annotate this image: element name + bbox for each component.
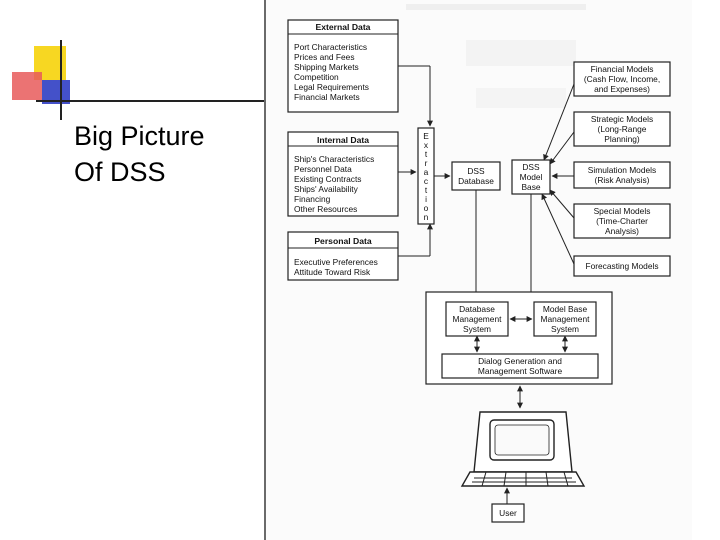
external-data-item: Prices and Fees bbox=[294, 52, 355, 62]
dbms-box: Database Management System bbox=[445, 301, 509, 337]
dbms-label: System bbox=[463, 324, 491, 334]
scan-bleed-through bbox=[406, 4, 586, 108]
internal-data-item: Existing Contracts bbox=[294, 174, 362, 184]
model-label: (Cash Flow, Income, bbox=[584, 74, 660, 84]
strategic-models-box: Strategic Models (Long-Range Planning) bbox=[573, 111, 671, 147]
mbms-label: System bbox=[551, 324, 579, 334]
external-data-item: Legal Requirements bbox=[294, 82, 369, 92]
model-label: (Long-Range bbox=[598, 124, 647, 134]
dialog-box: Dialog Generation and Management Softwar… bbox=[441, 353, 599, 379]
extraction-letter: t bbox=[425, 185, 428, 195]
internal-data-box: Internal Data Ship's Characteristics Per… bbox=[287, 131, 399, 217]
extraction-letter: a bbox=[424, 167, 429, 177]
mbms-box: Model Base Management System bbox=[533, 301, 597, 337]
model-label: Strategic Models bbox=[591, 114, 653, 124]
external-data-item: Port Characteristics bbox=[294, 42, 367, 52]
computer-terminal-icon bbox=[460, 411, 586, 487]
model-label: Special Models bbox=[594, 206, 651, 216]
external-data-title: External Data bbox=[316, 22, 371, 32]
extraction-letter: o bbox=[424, 203, 429, 213]
model-label: Forecasting Models bbox=[585, 261, 658, 271]
down-arrows bbox=[473, 190, 534, 299]
logo-vertical-line bbox=[60, 40, 62, 120]
forecasting-models-box: Forecasting Models bbox=[573, 255, 671, 277]
slide-title: Big Picture Of DSS bbox=[74, 118, 205, 190]
dss-database-box: DSS Database bbox=[434, 161, 501, 191]
model-label: Simulation Models bbox=[588, 165, 656, 175]
model-arrows bbox=[541, 83, 575, 265]
model-label: (Time-Charter bbox=[596, 216, 648, 226]
dss-database-label: DSS bbox=[467, 166, 485, 176]
personal-data-item: Attitude Toward Risk bbox=[294, 267, 371, 277]
extraction-letter: x bbox=[424, 140, 429, 150]
dss-model-base-box: DSS Model Base bbox=[511, 159, 551, 195]
simulation-models-box: Simulation Models (Risk Analysis) bbox=[573, 161, 671, 189]
external-data-item: Competition bbox=[294, 72, 339, 82]
internal-data-item: Ship's Characteristics bbox=[294, 154, 374, 164]
external-data-item: Financial Markets bbox=[294, 92, 360, 102]
model-label: Analysis) bbox=[605, 226, 639, 236]
internal-data-item: Other Resources bbox=[294, 204, 357, 214]
logo-red-square bbox=[12, 72, 42, 100]
management-arrows bbox=[474, 316, 568, 353]
logo-horizontal-line bbox=[36, 100, 266, 102]
dialog-label: Management Software bbox=[478, 366, 563, 376]
extraction-box: E x t r a c t i o n bbox=[417, 127, 435, 225]
external-data-item: Shipping Markets bbox=[294, 62, 359, 72]
mbms-label: Model Base bbox=[543, 304, 588, 314]
financial-models-box: Financial Models (Cash Flow, Income, and… bbox=[573, 61, 671, 97]
extraction-letter: r bbox=[425, 158, 428, 168]
data-to-extraction-arrows bbox=[398, 65, 433, 257]
user-box: User bbox=[491, 503, 525, 523]
model-label: Financial Models bbox=[591, 64, 654, 74]
dss-diagram-svg: External Data Port Characteristics Price… bbox=[287, 4, 671, 523]
extraction-letter: E bbox=[423, 131, 429, 141]
personal-data-box: Personal Data Executive Preferences Atti… bbox=[287, 231, 399, 281]
dbms-label: Database bbox=[459, 304, 495, 314]
model-label: (Risk Analysis) bbox=[595, 175, 650, 185]
model-label: Planning) bbox=[604, 134, 640, 144]
dss-database-label: Database bbox=[458, 176, 494, 186]
extraction-letter: c bbox=[424, 176, 428, 186]
model-label: and Expenses) bbox=[594, 84, 650, 94]
dss-model-base-label: DSS bbox=[522, 162, 540, 172]
title-line-2: Of DSS bbox=[74, 157, 166, 187]
internal-data-item: Financing bbox=[294, 194, 331, 204]
external-data-box: External Data Port Characteristics Price… bbox=[287, 19, 399, 113]
dbms-label: Management bbox=[453, 314, 503, 324]
extraction-letter: n bbox=[424, 212, 429, 222]
internal-data-item: Ships' Availability bbox=[294, 184, 359, 194]
dialog-label: Dialog Generation and bbox=[478, 356, 562, 366]
mbms-label: Management bbox=[541, 314, 591, 324]
personal-data-title: Personal Data bbox=[314, 236, 372, 246]
internal-data-title: Internal Data bbox=[317, 135, 369, 145]
dss-model-base-label: Model bbox=[520, 172, 543, 182]
extraction-letter: t bbox=[425, 149, 428, 159]
personal-data-item: Executive Preferences bbox=[294, 257, 378, 267]
special-models-box: Special Models (Time-Charter Analysis) bbox=[573, 203, 671, 239]
extraction-letter: i bbox=[425, 194, 427, 204]
dss-diagram: External Data Port Characteristics Price… bbox=[264, 0, 692, 540]
title-line-1: Big Picture bbox=[74, 121, 205, 151]
dss-model-base-label: Base bbox=[521, 182, 540, 192]
user-label: User bbox=[499, 508, 517, 518]
internal-data-item: Personnel Data bbox=[294, 164, 352, 174]
